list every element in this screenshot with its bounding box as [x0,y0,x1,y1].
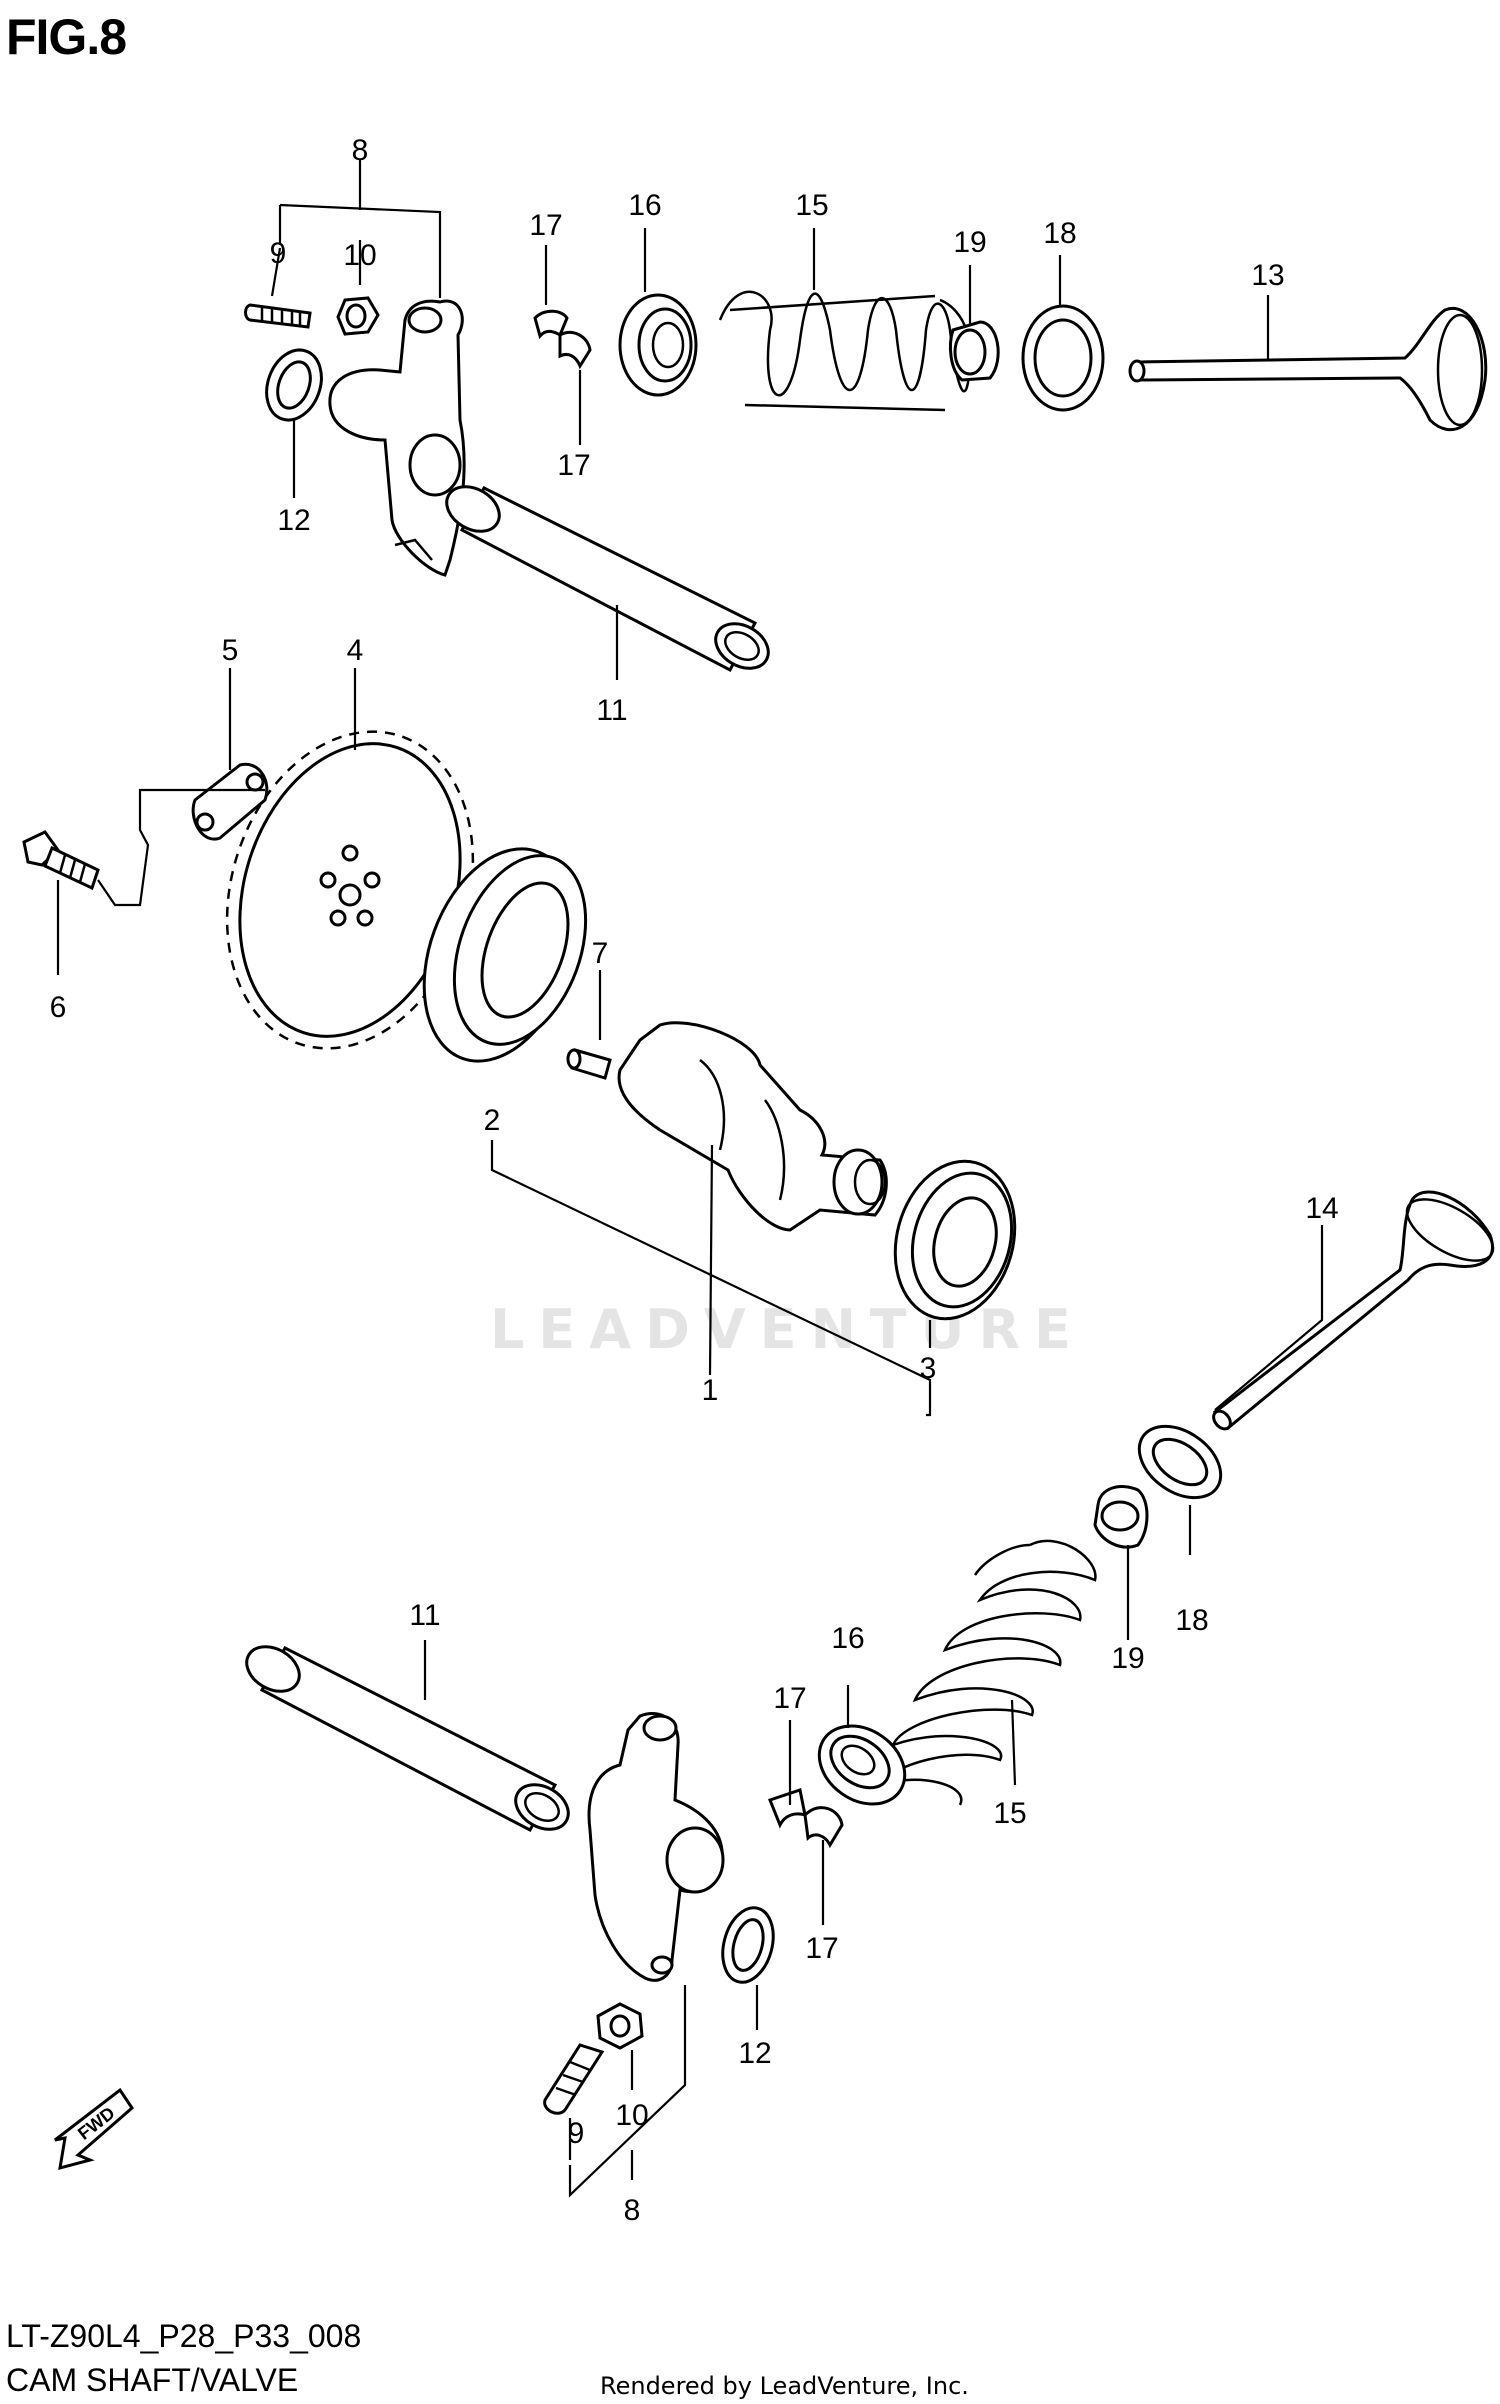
callout-labels: 8 9 10 12 11 17 17 16 15 19 18 13 5 4 6 … [50,134,1339,2227]
camshaft-bearing-right[interactable] [878,1148,1031,1333]
callout-13: 13 [1251,259,1284,292]
callout-10-top: 10 [343,239,376,272]
callout-11-bottom: 11 [409,1599,440,1632]
spring-retainer-top[interactable] [618,293,698,397]
callout-18-top: 18 [1043,217,1076,250]
o-ring-washer-bottom[interactable] [715,1902,781,1988]
rocker-shaft-top[interactable] [439,478,776,678]
callout-18-bottom: 18 [1175,1604,1208,1637]
spring-retainer-bottom[interactable] [804,1710,920,1820]
rocker-arm-bottom[interactable] [587,1712,725,1982]
callout-19-bottom: 19 [1111,1642,1144,1675]
callout-16-top: 16 [628,189,661,222]
callout-10-bottom: 10 [615,2099,648,2132]
callout-5: 5 [222,634,239,667]
callout-12-bottom: 12 [738,2037,771,2070]
callout-12-top: 12 [277,504,310,537]
callout-1: 1 [702,1374,719,1407]
callout-11-top: 11 [596,694,627,727]
callout-3: 3 [920,1352,937,1385]
lock-nut-bottom[interactable] [596,2002,644,2050]
o-ring-washer-top[interactable] [257,342,330,427]
exhaust-valve[interactable] [1210,1187,1500,1432]
callout-16-bottom: 16 [831,1622,864,1655]
spring-seat-top[interactable] [1021,304,1105,412]
callout-8-bottom: 8 [624,2194,641,2227]
valve-cotter-top-b[interactable] [558,330,592,370]
valve-cotter-bottom-b[interactable] [803,1806,844,1849]
callout-17-top-b: 17 [557,449,590,482]
callout-4: 4 [347,634,364,667]
camshaft-bearing-left[interactable] [397,828,610,1083]
camshaft[interactable] [617,1021,888,1232]
dowel-pin[interactable] [566,1048,612,1080]
callout-7: 7 [592,937,609,970]
valve-stem-seal-bottom[interactable] [1093,1485,1149,1549]
callout-15-bottom: 15 [993,1797,1026,1830]
sprocket-plate[interactable] [191,762,269,841]
callout-8-top: 8 [352,134,369,167]
callout-9-top: 9 [270,237,287,270]
callout-17-bottom-b: 17 [805,1932,838,1965]
model-code: LT-Z90L4_P28_P33_008 [6,2318,362,2354]
valve-stem-seal-top[interactable] [948,320,1000,382]
valve-cotter-bottom-a[interactable] [768,1788,807,1829]
cam-sprocket[interactable] [188,699,513,1080]
callout-2: 2 [484,1104,501,1137]
valve-spring-bottom[interactable] [877,1539,1097,1806]
callout-6: 6 [50,991,67,1024]
valve-spring-top[interactable] [718,290,972,412]
intake-valve[interactable] [1128,306,1488,431]
rocker-shaft-bottom[interactable] [239,1638,576,1839]
leader-lines [56,160,1324,2198]
rocker-arm-top[interactable] [328,299,466,577]
callout-15-top: 15 [795,189,828,222]
fwd-arrow-icon: FWD [54,2087,134,2171]
section-name: CAM SHAFT/VALVE [6,2362,299,2398]
callout-9-bottom: 9 [568,2117,585,2150]
adjusting-screw-top[interactable] [244,303,312,329]
callout-17-bottom-a: 17 [773,1682,806,1715]
spring-seat-bottom[interactable] [1126,1412,1234,1513]
rendered-by: Rendered by LeadVenture, Inc. [600,2372,969,2400]
figure-title: FIG.8 [6,9,127,65]
lock-nut-top[interactable] [336,296,380,336]
callout-14: 14 [1305,1192,1338,1225]
sprocket-bolt[interactable] [22,830,100,891]
adjusting-screw-bottom[interactable] [543,2043,605,2115]
callout-17-top-a: 17 [529,209,562,242]
callout-19-top: 19 [953,226,986,259]
